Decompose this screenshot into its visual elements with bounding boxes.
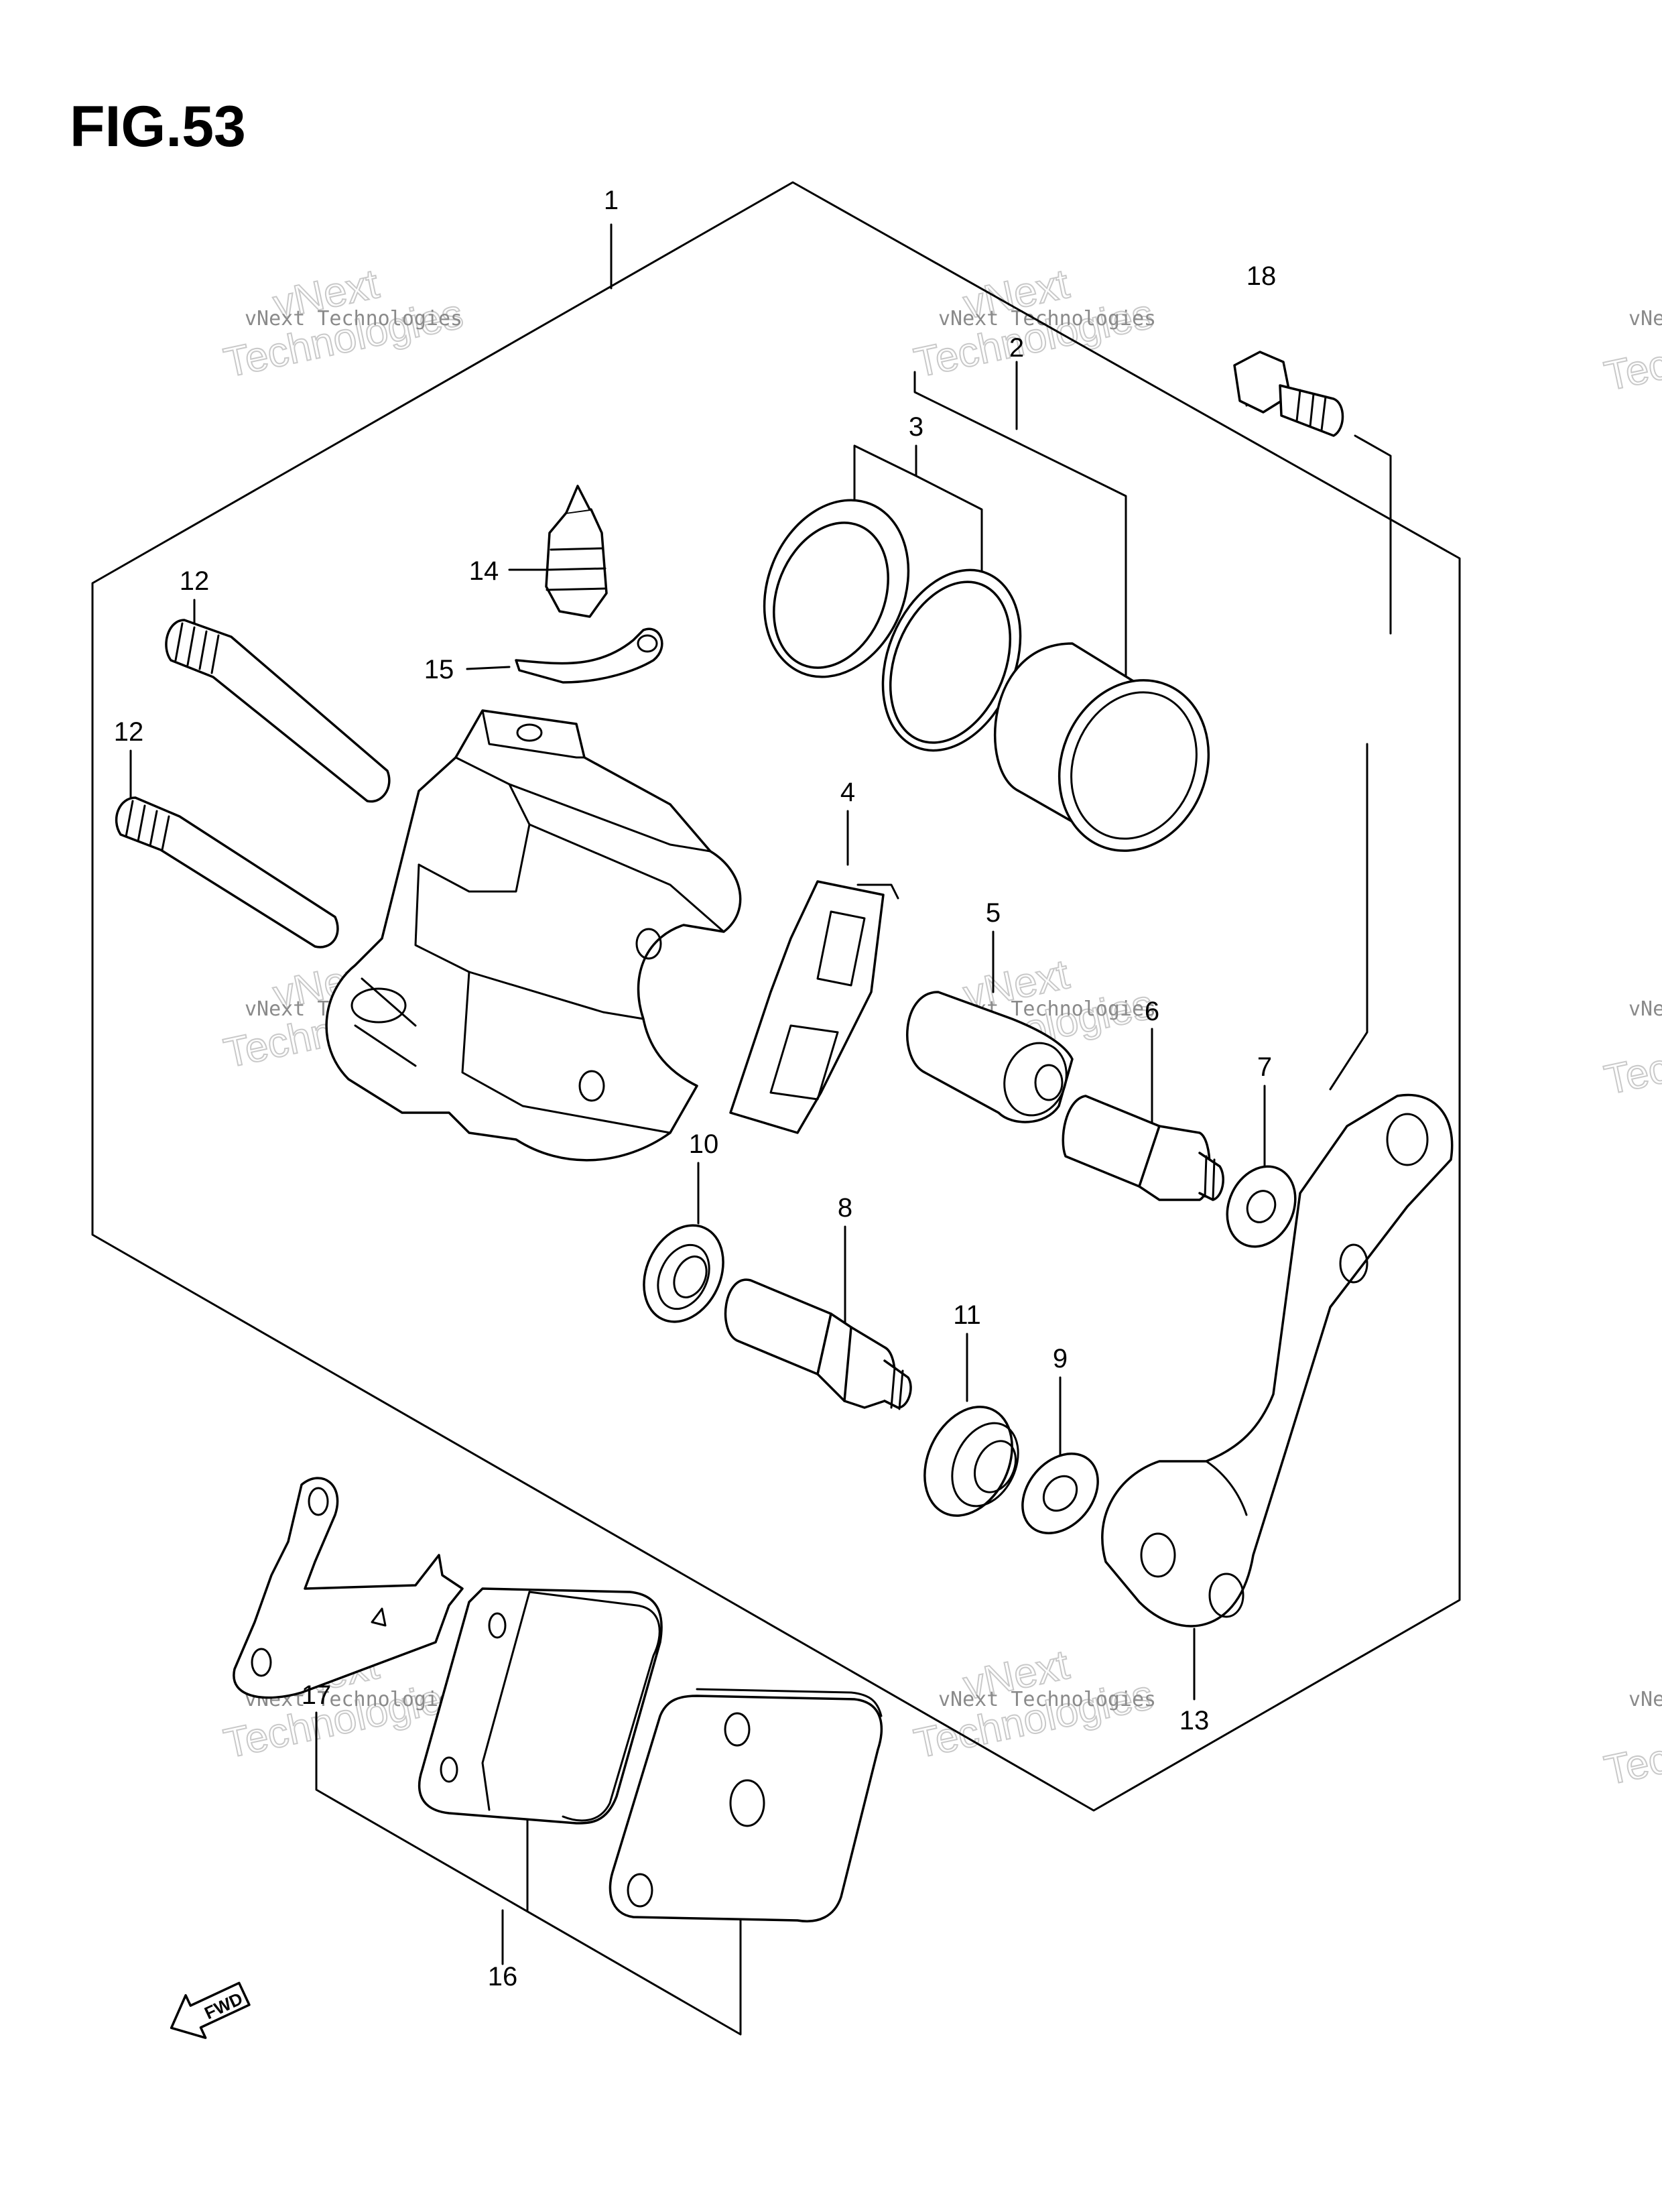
callout-15: 15 bbox=[424, 655, 454, 684]
watermark-text: vNext Technologies bbox=[1628, 1688, 1662, 1711]
callout-16: 16 bbox=[488, 1962, 518, 1991]
watermark: Technologies bbox=[1600, 1007, 1662, 1105]
part-16-brake-pad-inner bbox=[418, 1587, 663, 1825]
part-16-brake-pad-outer bbox=[609, 1688, 883, 1922]
part-3-piston-seals bbox=[763, 499, 1022, 752]
callout-12-upper: 12 bbox=[180, 566, 210, 596]
callout-12-lower: 12 bbox=[114, 717, 144, 747]
callout-3: 3 bbox=[909, 412, 923, 442]
callout-18: 18 bbox=[1246, 261, 1277, 291]
watermark-text: vNext Technologies bbox=[938, 307, 1156, 330]
part-10-boot bbox=[643, 1224, 724, 1323]
assembly-outline bbox=[91, 181, 1461, 1812]
callout-labels: 1 2 3 4 5 6 7 8 9 10 11 12 12 13 14 15 1… bbox=[114, 186, 1277, 1991]
watermark-text: vNext Technologies bbox=[245, 307, 462, 330]
part-11-boot bbox=[923, 1406, 1019, 1517]
part-14-bleeder-valve bbox=[545, 485, 608, 618]
part-8-slide-pin bbox=[724, 1278, 912, 1410]
part-4-pad-spring bbox=[729, 880, 899, 1134]
part-12-slide-pin-lower bbox=[115, 796, 339, 948]
callout-7: 7 bbox=[1257, 1052, 1272, 1082]
part-7-washer bbox=[1226, 1165, 1297, 1248]
caliper-body bbox=[325, 709, 742, 1162]
part-15-bleeder-cap bbox=[515, 627, 663, 684]
part-18-bolt bbox=[1233, 351, 1344, 437]
callout-9: 9 bbox=[1053, 1344, 1068, 1373]
callout-10: 10 bbox=[689, 1129, 719, 1159]
part-6-caliper-bolt bbox=[1062, 1095, 1224, 1201]
watermark-text: vNext Technologies bbox=[938, 1688, 1156, 1711]
callout-5: 5 bbox=[986, 898, 1001, 928]
fwd-arrow: FWD bbox=[170, 1981, 251, 2039]
callout-6: 6 bbox=[1145, 997, 1159, 1026]
part-9-washer bbox=[1021, 1453, 1099, 1534]
part-13-caliper-bracket bbox=[1101, 1093, 1454, 1627]
callout-14: 14 bbox=[469, 556, 499, 586]
watermark-text: vNext Technologies bbox=[1628, 997, 1662, 1021]
callout-2: 2 bbox=[1009, 333, 1024, 363]
watermark-text: vNext Technologies bbox=[1628, 307, 1662, 330]
callout-1: 1 bbox=[604, 186, 619, 215]
svg-text:Technologies: Technologies bbox=[1600, 1699, 1662, 1794]
watermark: Technologies bbox=[1600, 1698, 1662, 1795]
callout-11: 11 bbox=[953, 1300, 981, 1330]
svg-text:Technologies: Technologies bbox=[1600, 1008, 1662, 1104]
part-12-slide-pin-upper bbox=[165, 619, 391, 803]
callout-13: 13 bbox=[1179, 1706, 1210, 1735]
figure-title: FIG.53 bbox=[70, 95, 246, 159]
part-17-pad-shim bbox=[233, 1477, 464, 1699]
part-5-pin-boot bbox=[906, 991, 1074, 1123]
callout-8: 8 bbox=[838, 1193, 852, 1223]
callout-4: 4 bbox=[840, 778, 855, 807]
callout-17: 17 bbox=[302, 1680, 332, 1710]
part-2-piston bbox=[994, 642, 1210, 852]
